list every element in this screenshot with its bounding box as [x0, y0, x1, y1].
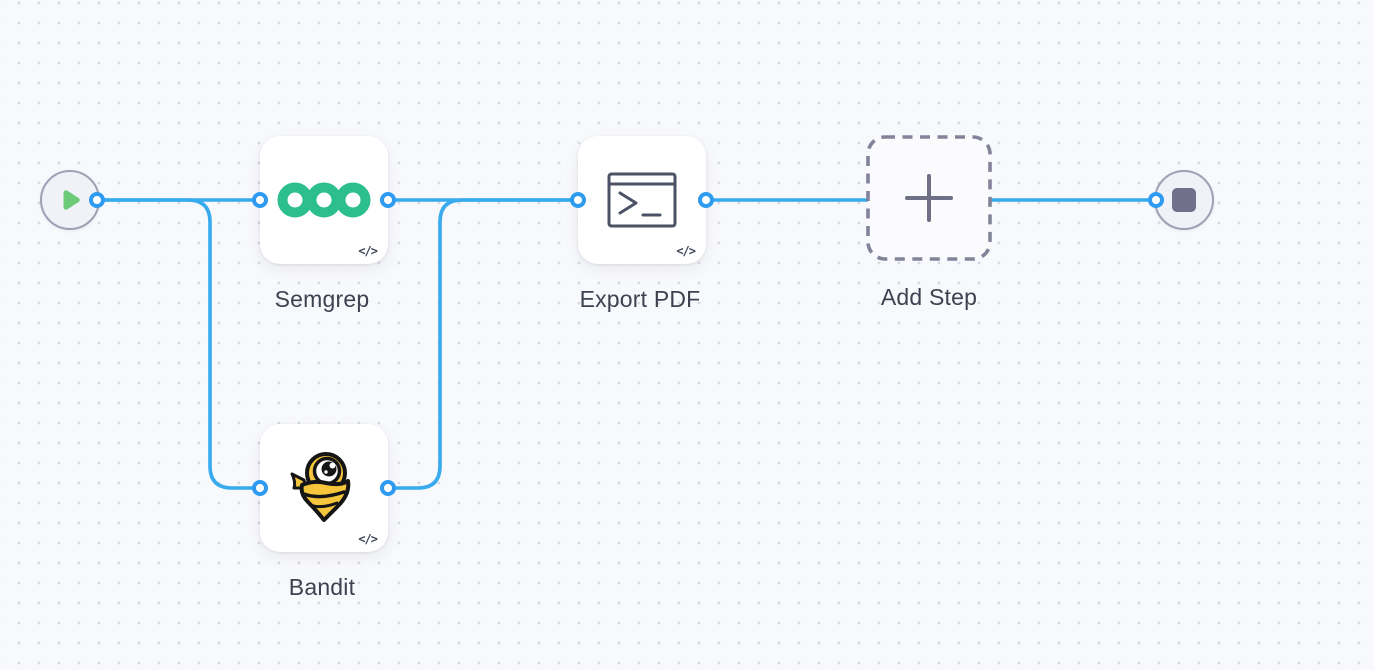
code-icon: </>: [358, 532, 378, 546]
plus-icon: [905, 174, 953, 222]
stop-icon: [1172, 188, 1196, 212]
semgrep-rings-logo: [277, 182, 371, 218]
node-bandit[interactable]: </>: [260, 424, 388, 552]
node-semgrep[interactable]: </>: [260, 136, 388, 264]
add-step-outline: [866, 135, 992, 261]
handle-export-pdf-in[interactable]: [570, 192, 586, 208]
bandit-mascot-logo: [290, 452, 351, 522]
node-label-bandit: Bandit: [288, 574, 356, 600]
handle-end-in[interactable]: [1148, 192, 1164, 208]
code-icon: </>: [358, 244, 378, 258]
code-icon: </>: [676, 244, 696, 258]
handle-semgrep-in[interactable]: [252, 192, 268, 208]
edge-bandit-to-exportpdf[interactable]: [388, 198, 578, 490]
edge-start-to-bandit[interactable]: [97, 198, 260, 490]
terminal-icon: [607, 172, 677, 228]
handle-export-pdf-out[interactable]: [698, 192, 714, 208]
handle-semgrep-out[interactable]: [380, 192, 396, 208]
node-export-pdf[interactable]: </>: [578, 136, 706, 264]
handle-bandit-out[interactable]: [380, 480, 396, 496]
node-add-step[interactable]: [865, 134, 993, 262]
end-trigger-node[interactable]: [1154, 170, 1214, 230]
node-label-export-pdf: Export PDF: [579, 286, 701, 312]
play-icon: [63, 190, 80, 210]
handle-start-out[interactable]: [89, 192, 105, 208]
node-label-semgrep: Semgrep: [274, 286, 370, 312]
handle-bandit-in[interactable]: [252, 480, 268, 496]
node-label-add-step: Add Step: [880, 284, 978, 310]
